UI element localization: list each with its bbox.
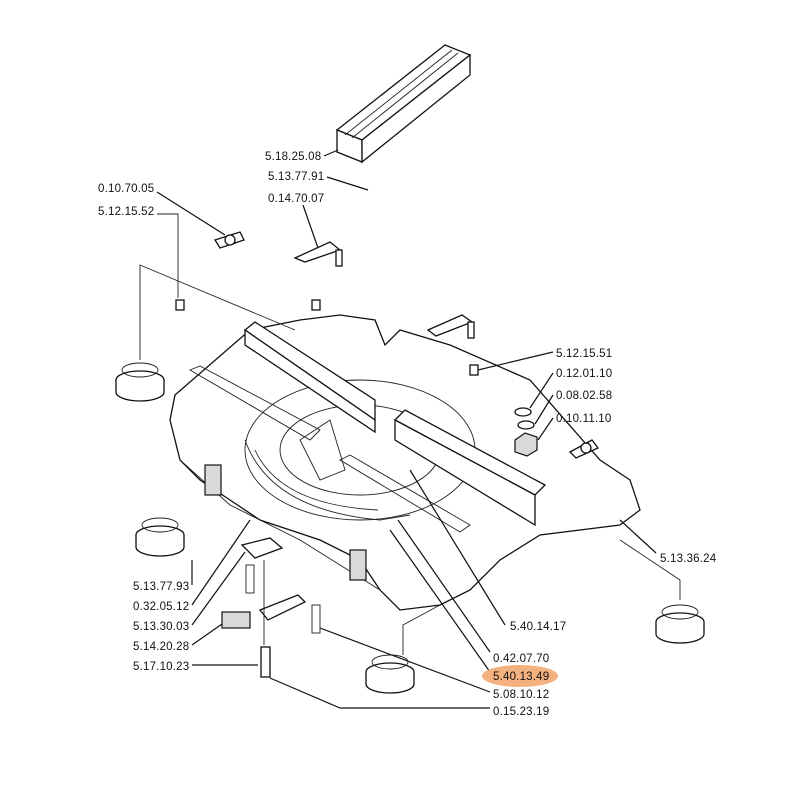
miter-lock-assembly bbox=[221, 537, 321, 678]
fence-left-part bbox=[188, 321, 376, 441]
set-screw bbox=[175, 299, 185, 311]
part-label[interactable]: 5.18.25.08 bbox=[265, 151, 321, 163]
part-label[interactable]: 0.42.07.70 bbox=[493, 653, 549, 665]
rubber-foot bbox=[365, 654, 415, 694]
part-label[interactable]: 5.17.10.23 bbox=[133, 661, 189, 673]
washers-nut bbox=[514, 407, 538, 457]
part-label[interactable]: 5.40.14.17 bbox=[510, 621, 566, 633]
part-label[interactable]: 5.12.15.52 bbox=[98, 206, 154, 218]
part-label[interactable]: 5.13.30.03 bbox=[133, 621, 189, 633]
part-label[interactable]: 0.08.02.58 bbox=[556, 390, 612, 402]
rubber-foot bbox=[135, 517, 185, 557]
part-label[interactable]: 5.13.77.93 bbox=[133, 581, 189, 593]
thumb-screw bbox=[214, 231, 245, 249]
part-label[interactable]: 0.10.70.05 bbox=[98, 183, 154, 195]
highlight-marker bbox=[482, 665, 558, 687]
clamp-lever bbox=[293, 241, 343, 267]
set-screw bbox=[469, 364, 479, 376]
part-labels: 5.18.25.08 5.13.77.91 0.10.70.05 5.12.15… bbox=[98, 151, 717, 718]
part-label[interactable]: 5.13.77.91 bbox=[268, 171, 324, 183]
part-label[interactable]: 0.15.23.19 bbox=[493, 706, 549, 718]
set-screw bbox=[311, 299, 321, 311]
part-label[interactable]: 0.14.70.07 bbox=[268, 193, 324, 205]
part-label[interactable]: 5.14.20.28 bbox=[133, 641, 189, 653]
part-label[interactable]: 5.12.15.51 bbox=[556, 348, 612, 360]
part-label[interactable]: 0.12.01.10 bbox=[556, 368, 612, 380]
part-label[interactable]: 0.32.05.12 bbox=[133, 601, 189, 613]
thumb-screw bbox=[568, 439, 600, 459]
rubber-foot bbox=[655, 604, 705, 644]
fence-extension-part bbox=[335, 44, 472, 164]
part-label[interactable]: 5.13.36.24 bbox=[660, 553, 717, 565]
part-label[interactable]: 0.10.11.10 bbox=[556, 413, 612, 425]
part-label[interactable]: 5.08.10.12 bbox=[493, 689, 549, 701]
clamp-lever bbox=[426, 314, 475, 339]
part-label-highlighted[interactable]: 5.40.13.49 bbox=[493, 671, 549, 683]
leader-lines bbox=[139, 149, 681, 709]
fence-right-part bbox=[339, 409, 547, 533]
rubber-foot bbox=[115, 362, 165, 402]
